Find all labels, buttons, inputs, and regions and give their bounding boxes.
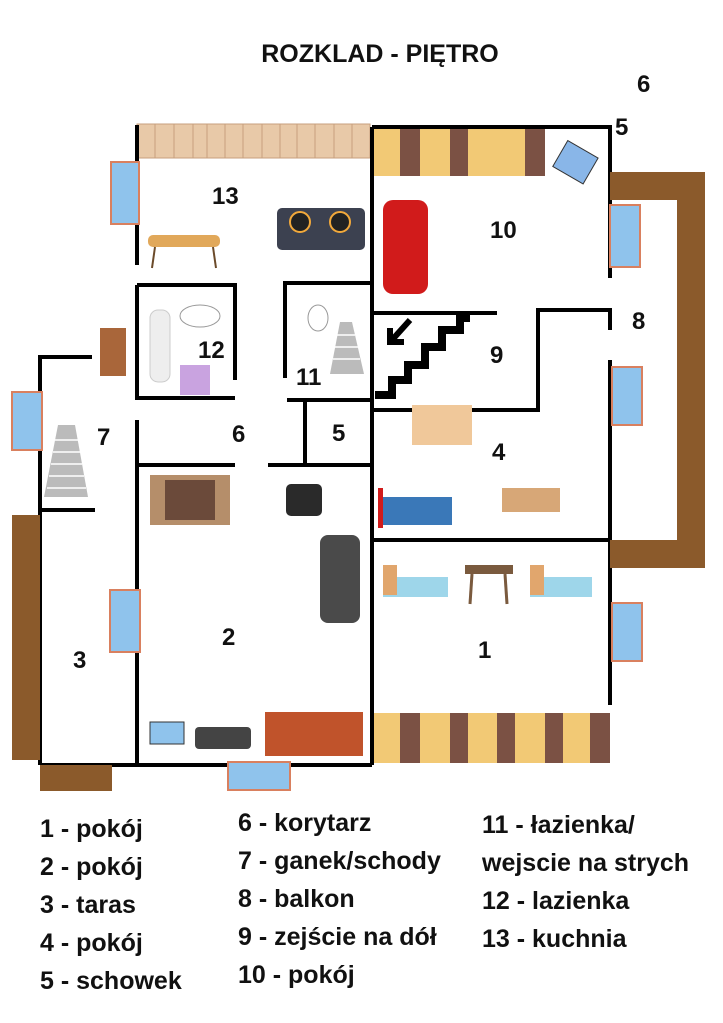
attic-ladder-icon bbox=[330, 322, 364, 374]
page-title: ROZKLAD - PIĘTRO bbox=[261, 40, 499, 68]
kitchen-cabinets bbox=[136, 123, 371, 159]
legend-item: 8 - balkon bbox=[238, 885, 355, 913]
room-label-10: 10 bbox=[490, 217, 517, 244]
legend-item: 13 - kuchnia bbox=[482, 925, 627, 953]
legend-item: 12 - lazienka bbox=[482, 887, 630, 915]
kitchen-table-icon bbox=[148, 235, 220, 269]
room-label-1: 1 bbox=[478, 637, 491, 664]
legend-item: 3 - taras bbox=[40, 891, 136, 919]
legend-item: 7 - ganek/schody bbox=[238, 847, 441, 875]
washing-machine-icon bbox=[180, 365, 210, 395]
legend-item: 1 - pokój bbox=[40, 815, 143, 843]
sofa-icon bbox=[383, 200, 428, 294]
couch-icon bbox=[320, 535, 360, 623]
bed-left-room1-icon bbox=[383, 565, 448, 597]
room-label-8: 8 bbox=[632, 308, 645, 335]
bathtub-icon bbox=[149, 309, 171, 383]
toilet-icon bbox=[307, 304, 329, 332]
room-label-7: 7 bbox=[97, 424, 110, 451]
room-label-3: 3 bbox=[73, 647, 86, 674]
tv-icon bbox=[149, 721, 185, 745]
stairs-down-icon bbox=[375, 314, 470, 399]
wardrobes-room-10 bbox=[374, 128, 545, 176]
label-5-top: 5 bbox=[615, 114, 628, 141]
room-label-5: 5 bbox=[332, 420, 345, 447]
table-room1-icon bbox=[465, 565, 513, 605]
stairs-icon bbox=[44, 425, 88, 497]
room-label-4: 4 bbox=[492, 439, 506, 466]
bookshelf-icon bbox=[412, 405, 472, 445]
room-label-9: 9 bbox=[490, 342, 503, 369]
legend-item: 10 - pokój bbox=[238, 961, 355, 989]
bed-icon bbox=[378, 488, 452, 528]
floor-plan-drawing: 1 2 3 4 5 6 7 8 9 10 11 12 13 5 6 bbox=[11, 71, 705, 791]
legend-column-3: 11 - łazienka/ wejscie na strych 12 - la… bbox=[482, 806, 689, 958]
legend-item: 6 - korytarz bbox=[238, 809, 372, 837]
legend-item: 2 - pokój bbox=[40, 853, 143, 881]
wardrobe-icon bbox=[150, 475, 230, 525]
windows bbox=[11, 161, 643, 791]
small-sofa-icon bbox=[195, 727, 251, 749]
wardrobes-room-1 bbox=[374, 713, 610, 763]
legend-item: 9 - zejście na dół bbox=[238, 923, 437, 951]
legend-item: wejscie na strych bbox=[482, 849, 690, 877]
bed-right-room1-icon bbox=[530, 565, 592, 597]
legend-item: 5 - schowek bbox=[40, 967, 182, 995]
door-icon bbox=[100, 328, 126, 376]
legend-item: 11 - łazienka/ bbox=[482, 811, 635, 839]
room-label-2: 2 bbox=[222, 624, 235, 651]
legend-column-2: 6 - korytarz 7 - ganek/schody 8 - balkon… bbox=[238, 804, 441, 994]
room-label-12: 12 bbox=[198, 337, 225, 364]
room-label-11: 11 bbox=[296, 364, 321, 391]
desk-icon bbox=[552, 139, 599, 185]
tv-stand-icon bbox=[265, 712, 363, 756]
room-label-6: 6 bbox=[232, 421, 245, 448]
legend-column-1: 1 - pokój 2 - pokój 3 - taras 4 - pokój … bbox=[40, 810, 182, 1000]
stove-icon bbox=[277, 208, 365, 250]
sink-icon bbox=[179, 304, 221, 328]
legend-item: 4 - pokój bbox=[40, 929, 143, 957]
room-label-13: 13 bbox=[212, 183, 239, 210]
label-6-top: 6 bbox=[637, 71, 650, 98]
railings bbox=[12, 172, 705, 791]
desk-room4-icon bbox=[502, 488, 560, 512]
armchair-icon bbox=[286, 484, 322, 516]
